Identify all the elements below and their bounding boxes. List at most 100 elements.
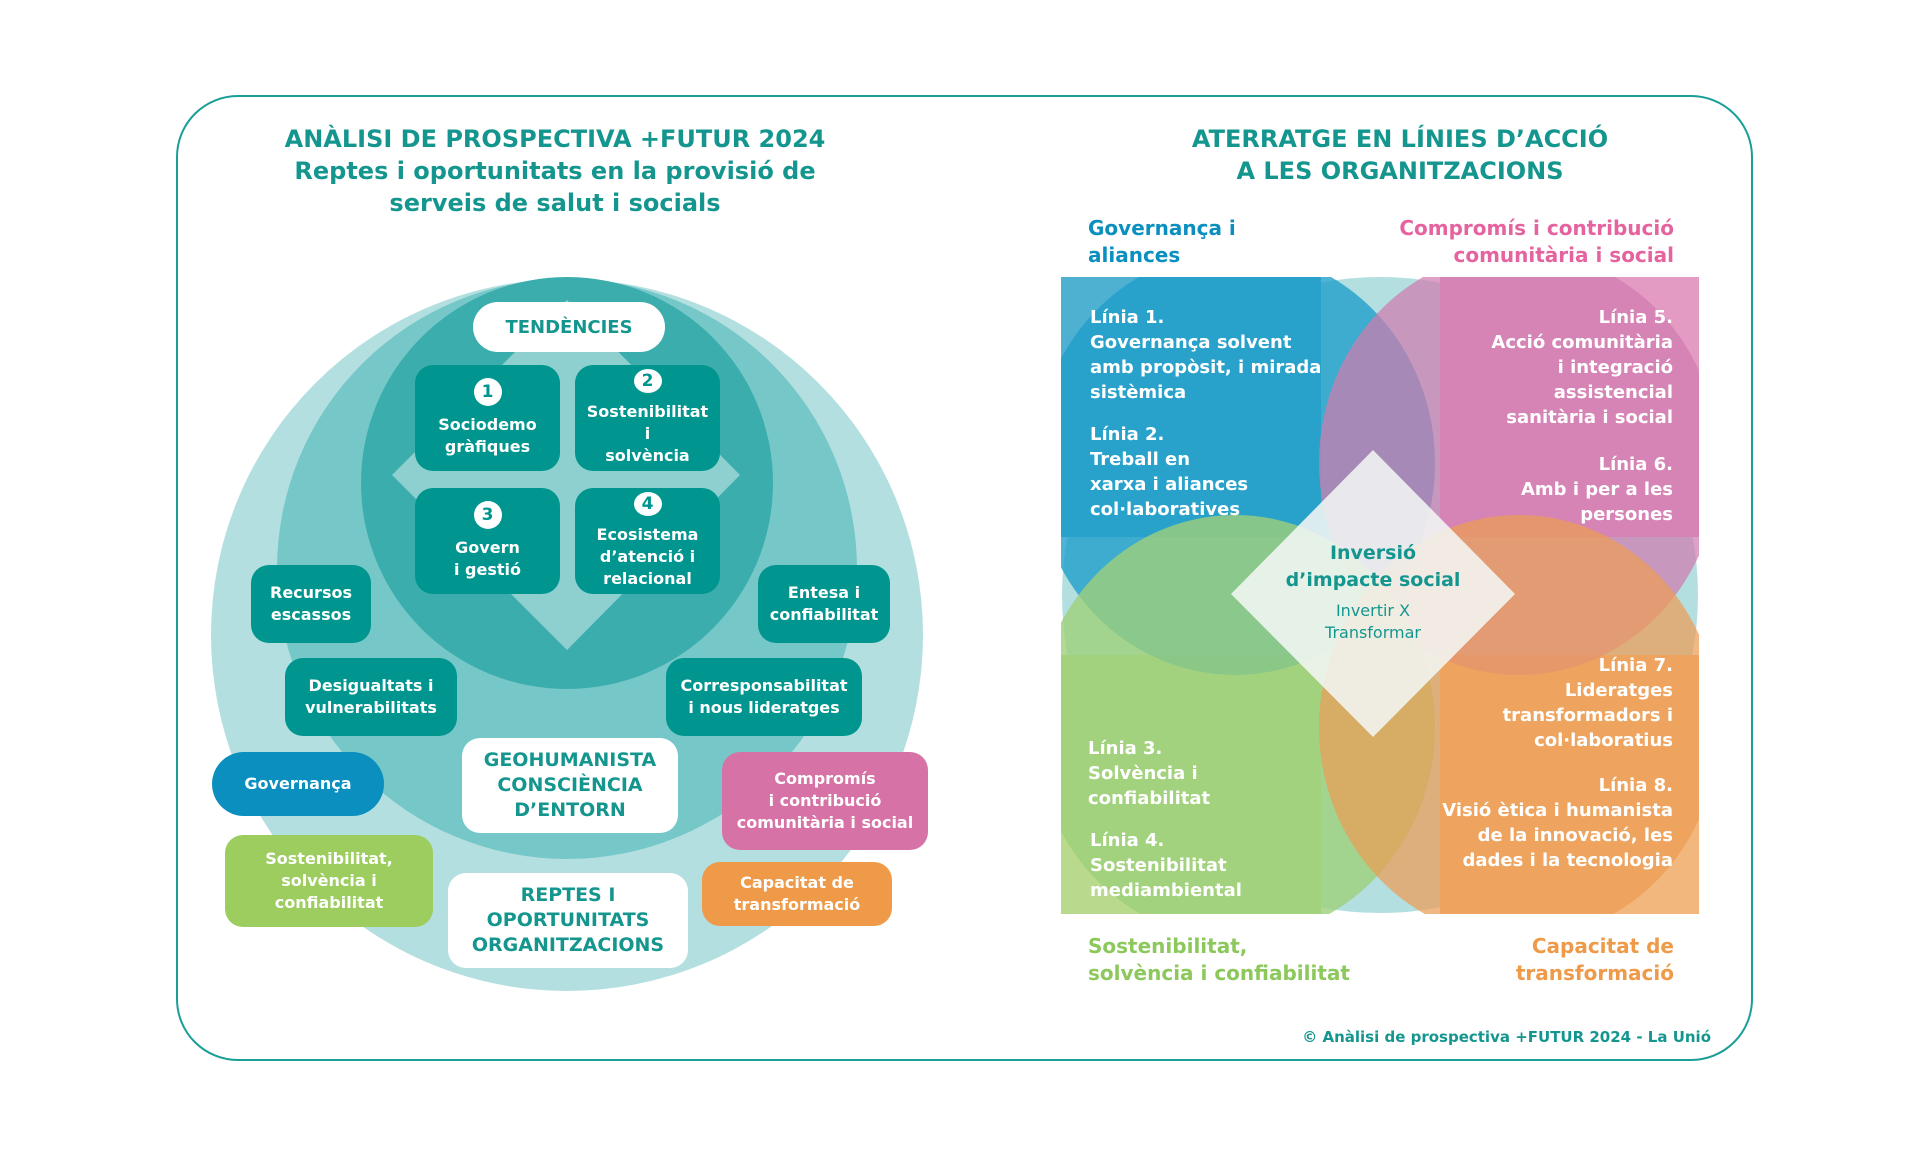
geo-item-recursos: Recursos escassos bbox=[251, 565, 371, 643]
geohumanista-label: D’ENTORN bbox=[514, 799, 626, 821]
number-badge: 2 bbox=[633, 369, 662, 393]
repte-label: Compromís bbox=[774, 769, 876, 788]
repte-sostenibilitat: Sostenibilitat, solvència i confiabilita… bbox=[225, 835, 433, 927]
center-subtitle: Invertir X bbox=[1335, 601, 1411, 620]
geo-label: Corresponsabilitat bbox=[680, 676, 848, 695]
number-badge: 1 bbox=[473, 378, 502, 406]
trend-label: gràfiques bbox=[444, 437, 531, 456]
trend-label: Sostenibilitat i bbox=[586, 402, 709, 443]
linia-text: col·laboratius bbox=[1534, 730, 1673, 751]
linia-1: Línia 1. Governança solvent amb propòsit… bbox=[1090, 305, 1321, 405]
linia-title: Línia 8. bbox=[1598, 775, 1673, 796]
geo-label: Desigualtats i bbox=[308, 676, 434, 695]
linia-text: sistèmica bbox=[1090, 382, 1187, 403]
left-title-line2: Reptes i oportunitats en la provisió de bbox=[294, 157, 816, 185]
heading-line: comunitària i social bbox=[1453, 243, 1674, 267]
linia-text: Lideratges bbox=[1564, 680, 1673, 701]
trend-box-1: 1 Sociodemo gràfiques bbox=[415, 365, 560, 471]
reptes-label: OPORTUNITATS bbox=[486, 909, 650, 931]
center-title: Inversió bbox=[1329, 542, 1417, 564]
geo-label: Recursos bbox=[270, 583, 352, 602]
linia-title: Línia 2. bbox=[1090, 424, 1165, 445]
heading-line: solvència i confiabilitat bbox=[1088, 961, 1350, 985]
linia-text: Treball en bbox=[1090, 449, 1191, 470]
linia-text: Visió ètica i humanista bbox=[1442, 800, 1673, 821]
trend-label: d’atenció i bbox=[599, 547, 696, 566]
trend-label: i gestió bbox=[453, 560, 521, 579]
linia-text: mediambiental bbox=[1090, 880, 1242, 901]
repte-label: Governança bbox=[244, 774, 352, 793]
reptes-label: ORGANITZACIONS bbox=[471, 934, 665, 956]
copyright: © Anàlisi de prospectiva +FUTUR 2024 - L… bbox=[1302, 1028, 1711, 1046]
number-badge: 4 bbox=[633, 492, 662, 516]
reptes-label: REPTES I bbox=[520, 884, 616, 906]
linia-3: Línia 3. Solvència i confiabilitat bbox=[1088, 736, 1210, 811]
linia-text: transformadors i bbox=[1502, 705, 1673, 726]
heading-line: aliances bbox=[1088, 243, 1181, 267]
geo-label: Entesa i bbox=[787, 583, 861, 602]
trend-label: solvència bbox=[605, 446, 690, 465]
heading-line: Capacitat de bbox=[1531, 934, 1674, 958]
linia-text: confiabilitat bbox=[1088, 788, 1211, 809]
linia-2: Línia 2. Treball en xarxa i aliances col… bbox=[1090, 422, 1248, 522]
heading-governanca: Governança i aliances bbox=[1088, 215, 1236, 269]
linia-text: col·laboratives bbox=[1090, 499, 1241, 520]
linia-text: Solvència i bbox=[1088, 763, 1198, 784]
repte-label: solvència i bbox=[281, 871, 377, 890]
trend-label: Sociodemo bbox=[438, 415, 537, 434]
reptes-box: REPTES I OPORTUNITATS ORGANITZACIONS bbox=[448, 873, 688, 968]
trend-box-3: 3 Govern i gestió bbox=[415, 488, 560, 594]
tendencies-label: TENDÈNCIES bbox=[505, 316, 633, 338]
linia-title: Línia 5. bbox=[1598, 307, 1673, 328]
geohumanista-box: GEOHUMANISTA CONSCIÈNCIA D’ENTORN bbox=[462, 738, 678, 833]
linia-text: de la innovació, les bbox=[1477, 825, 1673, 846]
linia-text: i integració bbox=[1557, 357, 1673, 378]
heading-line: Sostenibilitat, bbox=[1088, 934, 1248, 958]
geo-label: escassos bbox=[270, 605, 352, 624]
trend-label: relacional bbox=[603, 569, 692, 588]
linia-text: assistencial bbox=[1553, 382, 1673, 403]
left-title-line3: serveis de salut i socials bbox=[389, 189, 721, 217]
heading-line: Governança i bbox=[1088, 216, 1236, 240]
number-badge: 3 bbox=[473, 501, 502, 529]
center-title: d’impacte social bbox=[1285, 569, 1461, 591]
linia-title: Línia 3. bbox=[1088, 738, 1163, 759]
linia-text: Amb i per a les bbox=[1520, 479, 1673, 500]
center-label: Inversió d’impacte social Invertir X Tra… bbox=[1273, 540, 1473, 644]
repte-label: Capacitat de bbox=[740, 873, 854, 892]
repte-capacitat: Capacitat de transformació bbox=[702, 862, 892, 926]
right-title-line2: A LES ORGANITZACIONS bbox=[1236, 157, 1564, 185]
linia-7: Línia 7. Lideratges transformadors i col… bbox=[1503, 653, 1673, 753]
geohumanista-label: GEOHUMANISTA bbox=[483, 749, 657, 771]
heading-line: Compromís i contribució bbox=[1399, 216, 1674, 240]
linia-6: Línia 6. Amb i per a les persones bbox=[1521, 452, 1673, 527]
tendencies-pill: TENDÈNCIES bbox=[473, 302, 665, 352]
repte-label: transformació bbox=[733, 895, 861, 914]
center-subtitle: Transformar bbox=[1325, 623, 1421, 642]
outer-frame bbox=[176, 95, 1753, 1061]
linia-text: dades i la tecnologia bbox=[1462, 850, 1673, 871]
linia-text: persones bbox=[1580, 504, 1673, 525]
geo-label: confiabilitat bbox=[769, 605, 879, 624]
linia-text: sanitària i social bbox=[1506, 407, 1673, 428]
geohumanista-label: CONSCIÈNCIA bbox=[497, 774, 643, 796]
trend-box-4: 4 Ecosistema d’atenció i relacional bbox=[575, 488, 720, 594]
linia-text: amb propòsit, i mirada bbox=[1090, 357, 1322, 378]
heading-compromis: Compromís i contribució comunitària i so… bbox=[1399, 215, 1674, 269]
repte-label: confiabilitat bbox=[274, 893, 384, 912]
heading-sostenibilitat: Sostenibilitat, solvència i confiabilita… bbox=[1088, 933, 1350, 987]
linia-text: Sostenibilitat bbox=[1090, 855, 1227, 876]
linia-text: Acció comunitària bbox=[1491, 332, 1673, 353]
linia-text: xarxa i aliances bbox=[1090, 474, 1249, 495]
repte-governanca: Governança bbox=[212, 752, 384, 816]
linia-5: Línia 5. Acció comunitària i integració … bbox=[1491, 305, 1673, 430]
trend-label: Govern bbox=[455, 538, 520, 557]
left-title: ANÀLISI DE PROSPECTIVA +FUTUR 2024 Repte… bbox=[255, 123, 855, 219]
repte-label: i contribució bbox=[768, 791, 882, 810]
repte-label: comunitària i social bbox=[736, 813, 914, 832]
linia-title: Línia 4. bbox=[1090, 830, 1165, 851]
center-diamond bbox=[1231, 450, 1515, 737]
heading-capacitat: Capacitat de transformació bbox=[1516, 933, 1674, 987]
geo-label: i nous lideratges bbox=[688, 698, 840, 717]
